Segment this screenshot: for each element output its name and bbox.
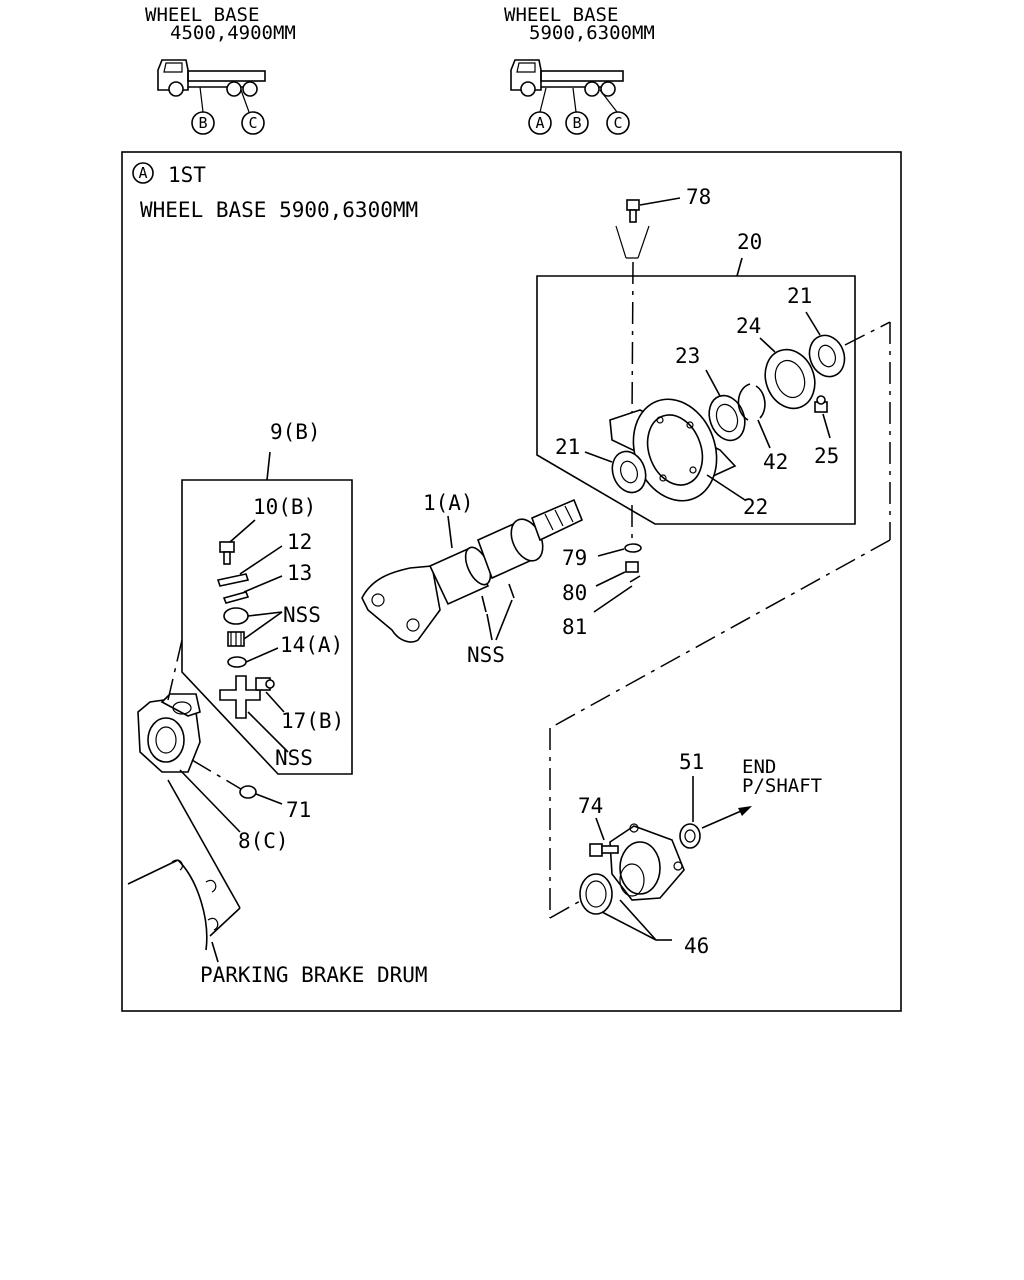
nut-51	[679, 776, 701, 849]
circle-c-right	[606, 111, 630, 135]
panel-circle-a	[132, 162, 154, 184]
callout-nss-2: NSS	[467, 643, 505, 667]
bearing-23	[705, 369, 746, 442]
callout-22: 22	[743, 495, 768, 519]
bolt-10	[219, 519, 256, 565]
truck-icon-right	[510, 59, 624, 113]
bracket-box-20	[536, 275, 856, 525]
main-panel-frame	[121, 151, 902, 1012]
note-end-line1: END	[742, 756, 776, 778]
header-right-line1: WHEEL BASE	[504, 4, 618, 26]
snap-ring-42	[737, 383, 771, 449]
oil-seal-46	[579, 873, 672, 941]
header-left-line2: 4500,4900MM	[170, 22, 296, 44]
panel-circle-a-label: A	[138, 164, 147, 182]
grease-nipple-25	[814, 395, 831, 439]
callout-80: 80	[562, 581, 587, 605]
seal-21-top	[805, 311, 846, 378]
nut-71	[239, 785, 283, 805]
circle-b-right	[565, 111, 589, 135]
callout-14: 14(A)	[280, 633, 343, 657]
washer-13	[222, 575, 283, 604]
bolt-78	[615, 197, 681, 259]
arrow-end-shaft	[701, 806, 752, 829]
circle-c-left-label: C	[248, 114, 257, 132]
callout-12: 12	[287, 530, 312, 554]
circle-b-left	[191, 111, 215, 135]
parking-brake-drum	[127, 779, 241, 963]
callout-9: 9(B)	[270, 420, 321, 444]
flange-yoke-8	[137, 693, 241, 833]
callout-20: 20	[737, 230, 762, 254]
header-left-line1: WHEEL BASE	[145, 4, 259, 26]
callout-21-left: 21	[555, 435, 580, 459]
parking-brake-label: PARKING BRAKE DRUM	[200, 963, 428, 987]
circle-a-right	[528, 111, 552, 135]
callout-21-top: 21	[787, 284, 812, 308]
nut-80	[595, 561, 639, 587]
bearing-cup-nss	[223, 607, 283, 625]
needle-bearing-14	[227, 611, 283, 668]
callout-78: 78	[686, 185, 711, 209]
clip-nss-shaft	[481, 583, 515, 641]
callout-71: 71	[286, 798, 311, 822]
companion-flange-46	[609, 823, 685, 941]
pin-81	[593, 575, 641, 613]
panel-wheelbase-text: WHEEL BASE 5900,6300MM	[140, 198, 418, 222]
dust-cover-24	[759, 337, 816, 410]
callout-46: 46	[684, 934, 709, 958]
grease-fitting-17	[255, 677, 285, 713]
circle-c-right-label: C	[613, 114, 622, 132]
callout-17: 17(B)	[281, 709, 344, 733]
circle-a-right-label: A	[535, 114, 544, 132]
callout-81: 81	[562, 615, 587, 639]
callout-23: 23	[675, 344, 700, 368]
center-bearing-group: 20 78 22 23	[536, 185, 856, 525]
callout-51: 51	[679, 750, 704, 774]
panel-marker-text: 1ST	[168, 163, 206, 187]
circle-b-right-label: B	[572, 114, 581, 132]
callout-8: 8(C)	[238, 829, 289, 853]
circle-c-left	[241, 111, 265, 135]
circle-b-left-label: B	[198, 114, 207, 132]
callout-13: 13	[287, 561, 312, 585]
callout-74: 74	[578, 794, 603, 818]
washer-79	[597, 543, 642, 557]
callout-79: 79	[562, 546, 587, 570]
header-right-line2: 5900,6300MM	[529, 22, 655, 44]
bolt-74	[589, 817, 619, 857]
propeller-shaft-1	[361, 498, 584, 643]
callout-nss-1: NSS	[283, 603, 321, 627]
callout-42: 42	[763, 450, 788, 474]
header-right: WHEEL BASE 5900,6300MM A B C	[504, 4, 655, 135]
callout-1: 1(A)	[423, 491, 474, 515]
seal-21-left	[584, 450, 647, 494]
header-left: WHEEL BASE 4500,4900MM B C	[145, 4, 296, 135]
note-end-line2: P/SHAFT	[742, 775, 822, 797]
callout-nss-3: NSS	[275, 746, 313, 770]
callout-24: 24	[736, 314, 761, 338]
lock-plate-12	[216, 545, 283, 587]
truck-icon-left	[157, 59, 266, 113]
callout-25: 25	[814, 444, 839, 468]
spider-cross	[219, 675, 289, 753]
callout-10: 10(B)	[253, 495, 316, 519]
